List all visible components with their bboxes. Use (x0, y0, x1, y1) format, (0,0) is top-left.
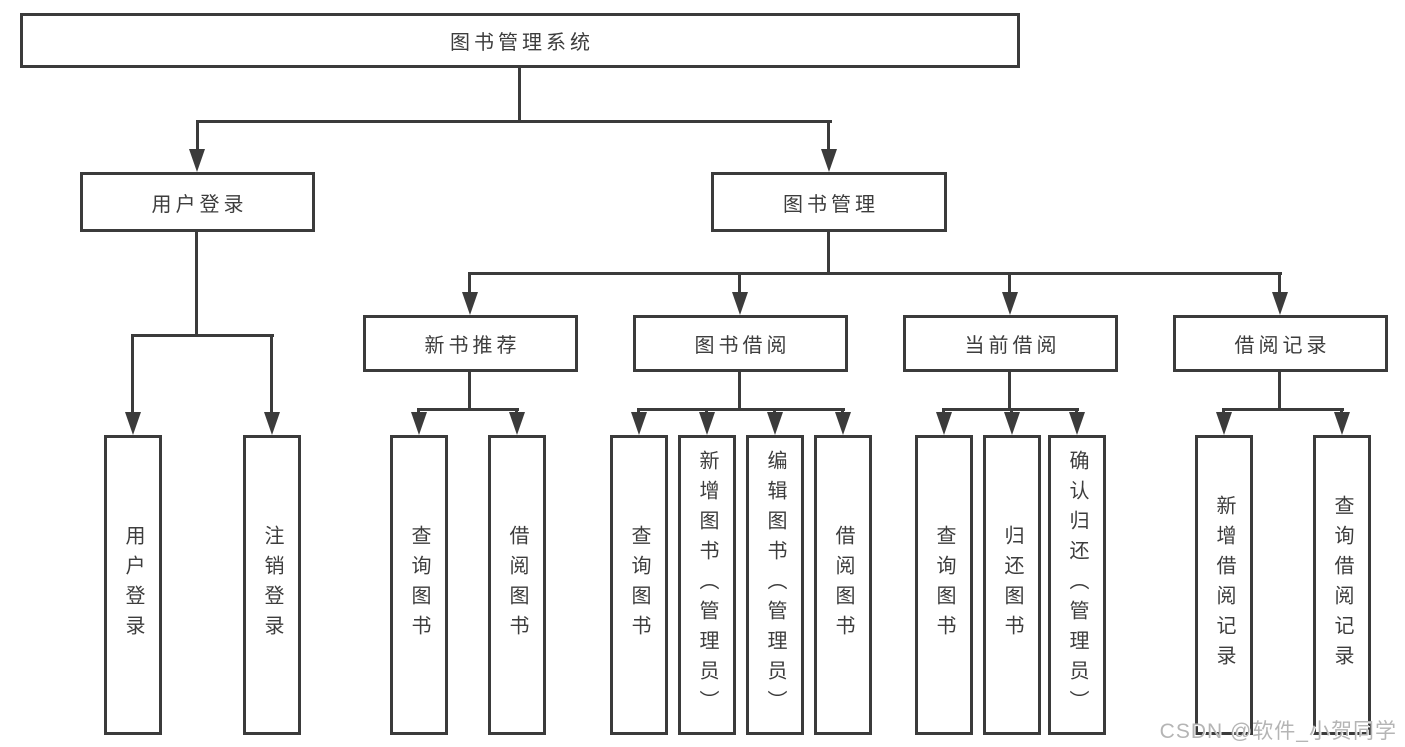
node-label: 图书管理系统 (450, 32, 594, 54)
node-label: 借阅图书 (832, 525, 854, 645)
node-leaf-logout: 注销登录 (243, 435, 301, 735)
node-new-book-recommend: 新书推荐 (363, 315, 578, 372)
node-label: 确认归还（管理员） (1066, 450, 1088, 720)
connector-line (468, 272, 471, 295)
node-leaf-query-books-recommend: 查询图书 (390, 435, 448, 735)
arrowhead-down-icon (264, 412, 280, 435)
arrowhead-down-icon (411, 412, 427, 435)
node-leaf-add-borrow-record: 新增借阅记录 (1195, 435, 1253, 735)
node-borrow-records: 借阅记录 (1173, 315, 1388, 372)
arrowhead-down-icon (732, 292, 748, 315)
connector-line (468, 272, 1282, 275)
connector-line (827, 232, 830, 272)
node-leaf-edit-books-admin: 编辑图书（管理员） (746, 435, 804, 735)
connector-line (518, 68, 521, 120)
arrowhead-down-icon (509, 412, 525, 435)
node-label: 查询图书 (628, 525, 650, 645)
connector-line (1222, 408, 1344, 411)
arrowhead-down-icon (125, 412, 141, 435)
node-user-login: 用户登录 (80, 172, 315, 232)
node-label: 查询图书 (933, 525, 955, 645)
arrowhead-down-icon (1069, 412, 1085, 435)
connector-line (417, 408, 519, 411)
node-label: 注销登录 (261, 525, 283, 645)
node-label: 用户登录 (151, 193, 248, 216)
node-label: 当前借阅 (964, 335, 1061, 357)
arrowhead-down-icon (835, 412, 851, 435)
node-leaf-query-books-current: 查询图书 (915, 435, 973, 735)
csdn-watermark: CSDN @软件_小贺同学 (1159, 720, 1397, 743)
node-label: 查询借阅记录 (1331, 495, 1353, 675)
connector-line (637, 408, 845, 411)
connector-line (1008, 372, 1011, 408)
node-label: 查询图书 (408, 525, 430, 645)
connector-line (738, 372, 741, 408)
node-root-library-system: 图书管理系统 (20, 13, 1020, 68)
node-leaf-add-books-admin: 新增图书（管理员） (678, 435, 736, 735)
node-label: 借阅记录 (1234, 335, 1331, 357)
arrowhead-down-icon (936, 412, 952, 435)
node-leaf-query-borrow-record: 查询借阅记录 (1313, 435, 1371, 735)
connector-line (1008, 272, 1011, 295)
arrowhead-down-icon (1004, 412, 1020, 435)
connector-line (1278, 372, 1281, 408)
node-book-management: 图书管理 (711, 172, 947, 232)
connector-line (196, 120, 199, 154)
node-label: 编辑图书（管理员） (764, 450, 786, 720)
node-label: 图书管理 (783, 193, 879, 216)
node-label: 新书推荐 (424, 335, 521, 357)
node-leaf-confirm-return-admin: 确认归还（管理员） (1048, 435, 1106, 735)
node-leaf-return-books: 归还图书 (983, 435, 1041, 735)
arrowhead-down-icon (189, 149, 205, 172)
node-label: 图书借阅 (694, 335, 791, 357)
arrowhead-down-icon (767, 412, 783, 435)
arrowhead-down-icon (631, 412, 647, 435)
node-book-borrowing: 图书借阅 (633, 315, 848, 372)
node-label: 用户登录 (122, 525, 144, 645)
node-label: 新增借阅记录 (1213, 495, 1235, 675)
connector-line (131, 334, 274, 337)
arrowhead-down-icon (699, 412, 715, 435)
node-label: 归还图书 (1001, 525, 1023, 645)
arrowhead-down-icon (1002, 292, 1018, 315)
node-leaf-user-login: 用户登录 (104, 435, 162, 735)
connector-line (196, 120, 832, 123)
connector-line (131, 334, 134, 414)
node-label: 新增图书（管理员） (696, 450, 718, 720)
node-leaf-borrow-books: 借阅图书 (814, 435, 872, 735)
connector-line (827, 120, 830, 154)
connector-line (270, 334, 273, 414)
connector-line (468, 372, 471, 408)
connector-line (1278, 272, 1281, 295)
arrowhead-down-icon (1272, 292, 1288, 315)
connector-line (738, 272, 741, 295)
node-leaf-borrow-books-recommend: 借阅图书 (488, 435, 546, 735)
arrowhead-down-icon (1334, 412, 1350, 435)
node-label: 借阅图书 (506, 525, 528, 645)
arrowhead-down-icon (462, 292, 478, 315)
arrowhead-down-icon (1216, 412, 1232, 435)
node-leaf-query-books-borrowing: 查询图书 (610, 435, 668, 735)
node-current-borrowing: 当前借阅 (903, 315, 1118, 372)
connector-line (195, 232, 198, 334)
arrowhead-down-icon (821, 149, 837, 172)
